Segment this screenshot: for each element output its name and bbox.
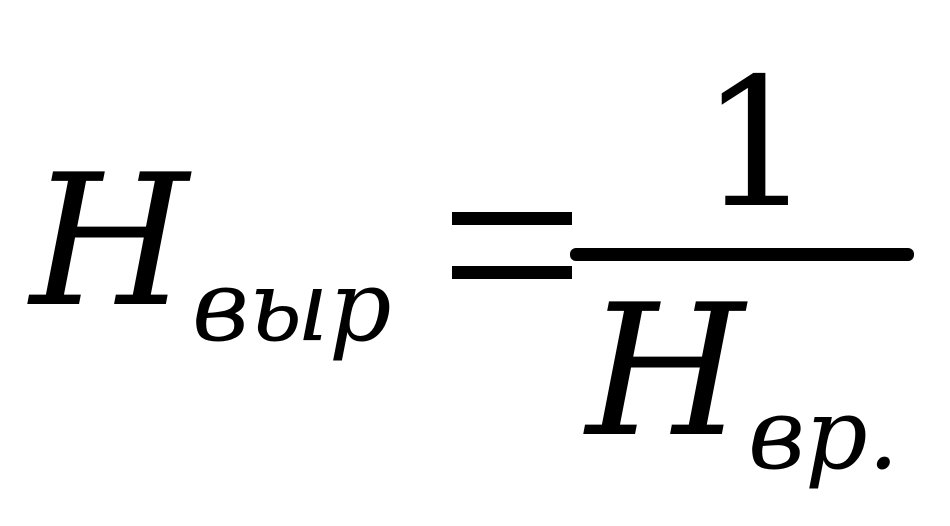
fraction-bar xyxy=(570,248,914,261)
lhs-symbol: H xyxy=(30,135,189,347)
lhs-subscript: выр xyxy=(192,250,392,364)
equals-bottom-bar xyxy=(452,266,572,279)
fraction-numerator: 1 xyxy=(700,40,814,247)
equals-top-bar xyxy=(452,212,572,225)
denominator-subscript: вр. xyxy=(748,378,899,492)
denominator-symbol: H xyxy=(586,265,745,477)
